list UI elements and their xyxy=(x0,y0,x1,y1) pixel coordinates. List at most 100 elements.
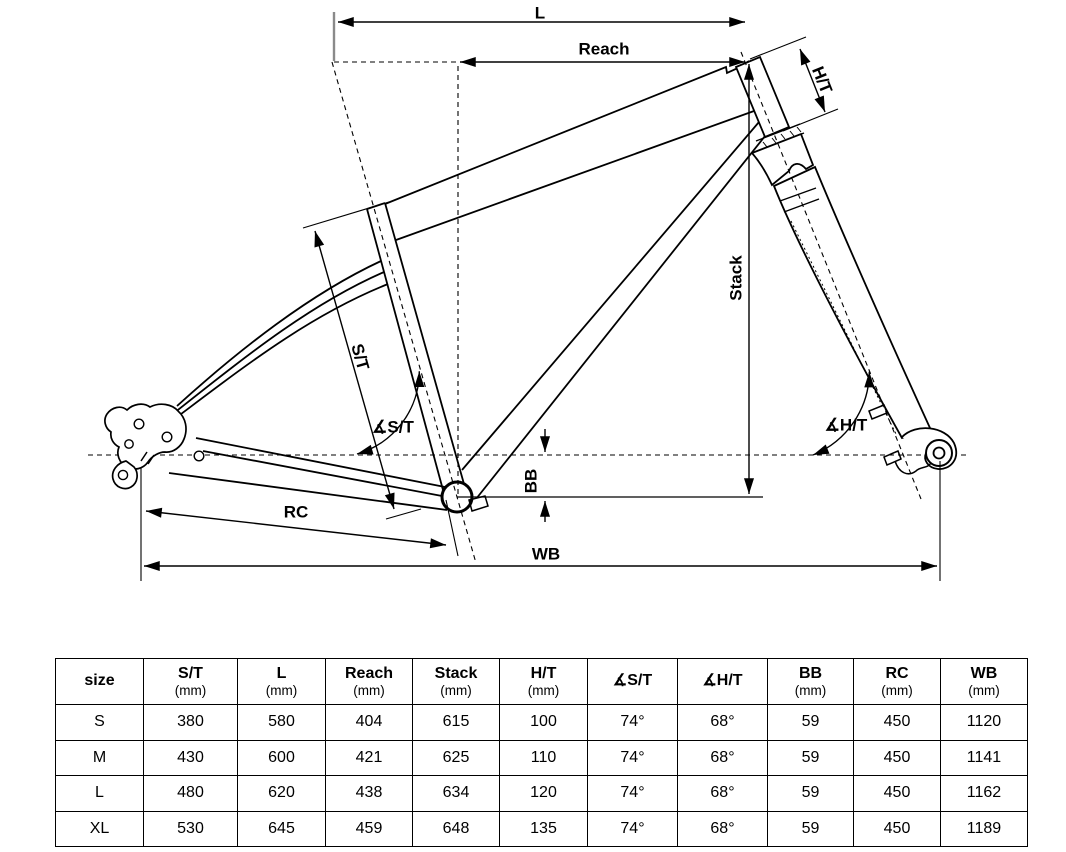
value-cell: 59 xyxy=(767,704,854,741)
label-reach: Reach xyxy=(578,40,629,59)
value-cell: 450 xyxy=(853,704,941,741)
size-cell: M xyxy=(55,739,144,777)
fork-lower-edge xyxy=(894,460,932,475)
size-cell: S xyxy=(55,704,144,741)
value-cell: 380 xyxy=(143,704,238,741)
value-cell: 1120 xyxy=(940,704,1028,741)
top-tube xyxy=(395,110,755,241)
value-cell: 450 xyxy=(853,775,941,812)
brake-mount-tab xyxy=(883,450,902,466)
col-header-ast: ∡S/T xyxy=(587,658,678,705)
col-header-label: Reach xyxy=(344,665,394,683)
seat-tube xyxy=(366,208,444,491)
frame-geometry-diagram: L Reach H/T Stack S/T ∡S/T ∡H/T BB RC WB xyxy=(88,4,968,581)
dim-rc xyxy=(145,507,447,549)
head-tube xyxy=(734,55,791,139)
head-tube-fork-group xyxy=(734,55,932,466)
col-header-unit: (mm) xyxy=(353,682,385,698)
seat-tube-axis-line xyxy=(331,61,477,564)
col-header-wb: WB(mm) xyxy=(940,658,1028,705)
down-tube xyxy=(471,135,766,505)
value-cell: 404 xyxy=(325,704,413,741)
value-cell: 74° xyxy=(587,775,678,812)
dropout-bolt-hole xyxy=(133,418,145,430)
value-cell: 421 xyxy=(325,739,413,777)
col-header-unit: (mm) xyxy=(881,682,913,698)
rc-extension xyxy=(445,499,459,557)
col-header-label: Stack xyxy=(434,665,478,683)
value-cell: 74° xyxy=(587,810,678,848)
value-cell: 110 xyxy=(499,739,588,777)
value-cell: 634 xyxy=(412,775,500,812)
construction-lines xyxy=(88,51,968,564)
label-seat-tube: S/T xyxy=(347,342,373,373)
col-header-size: size xyxy=(55,658,144,705)
col-header-label: ∡H/T xyxy=(702,672,743,690)
value-cell: 480 xyxy=(143,775,238,812)
col-header-unit: (mm) xyxy=(265,682,298,698)
st-extension xyxy=(385,508,422,520)
value-cell: 68° xyxy=(677,704,768,741)
chainstay-line xyxy=(202,450,443,497)
value-cell: 68° xyxy=(677,775,768,812)
value-cell: 620 xyxy=(237,775,326,812)
value-cell: 59 xyxy=(767,739,854,777)
ht-extension xyxy=(782,108,839,132)
col-header-l: L(mm) xyxy=(237,658,326,705)
diagram-labels: L Reach H/T Stack S/T ∡S/T ∡H/T BB RC WB xyxy=(284,4,868,564)
col-header-unit: (mm) xyxy=(527,682,560,698)
value-cell: 615 xyxy=(412,704,500,741)
value-cell: 580 xyxy=(237,704,326,741)
value-cell: 74° xyxy=(587,739,678,777)
front-dropout-group xyxy=(894,427,958,475)
value-cell: 1189 xyxy=(940,810,1028,848)
value-cell: 450 xyxy=(853,810,941,848)
value-cell: 438 xyxy=(325,775,413,812)
col-header-unit: (mm) xyxy=(794,682,827,698)
dim-ht xyxy=(799,48,826,113)
col-header-aht: ∡H/T xyxy=(677,658,768,705)
front-axle-inner xyxy=(932,446,946,460)
col-header-unit: (mm) xyxy=(968,682,1000,698)
label-head-tube-angle: ∡H/T xyxy=(825,416,868,435)
ht-extension xyxy=(749,36,807,60)
seat-tube xyxy=(384,202,465,485)
col-header-label: ∡S/T xyxy=(612,672,653,690)
col-header-rc: RC(mm) xyxy=(853,658,941,705)
col-header-unit: (mm) xyxy=(440,682,472,698)
label-rear-center: RC xyxy=(284,503,309,522)
dropout-bolt-hole xyxy=(193,450,205,462)
value-cell: 430 xyxy=(143,739,238,777)
value-cell: 59 xyxy=(767,775,854,812)
value-cell: 600 xyxy=(237,739,326,777)
dropout-bolt-hole xyxy=(124,439,134,449)
col-header-label: WB xyxy=(970,665,998,683)
value-cell: 625 xyxy=(412,739,500,777)
col-header-bb: BB(mm) xyxy=(767,658,854,705)
label-stack: Stack xyxy=(727,255,746,301)
chainstay-line xyxy=(168,472,448,511)
size-cell: L xyxy=(55,775,144,812)
col-header-label: H/T xyxy=(530,665,557,683)
label-bb-drop: BB xyxy=(522,469,541,494)
col-header-label: size xyxy=(84,672,115,690)
down-tube xyxy=(461,121,760,471)
value-cell: 135 xyxy=(499,810,588,848)
value-cell: 68° xyxy=(677,810,768,848)
dim-st-angle-arc xyxy=(356,371,425,455)
label-top-length: L xyxy=(535,4,545,23)
col-header-stack: Stack(mm) xyxy=(412,658,500,705)
value-cell: 645 xyxy=(237,810,326,848)
value-cell: 459 xyxy=(325,810,413,848)
value-cell: 68° xyxy=(677,739,768,777)
bike-frame-drawing xyxy=(160,60,766,511)
value-cell: 450 xyxy=(853,739,941,777)
label-wheelbase: WB xyxy=(532,545,560,564)
label-seat-tube-angle: ∡S/T xyxy=(372,418,414,437)
